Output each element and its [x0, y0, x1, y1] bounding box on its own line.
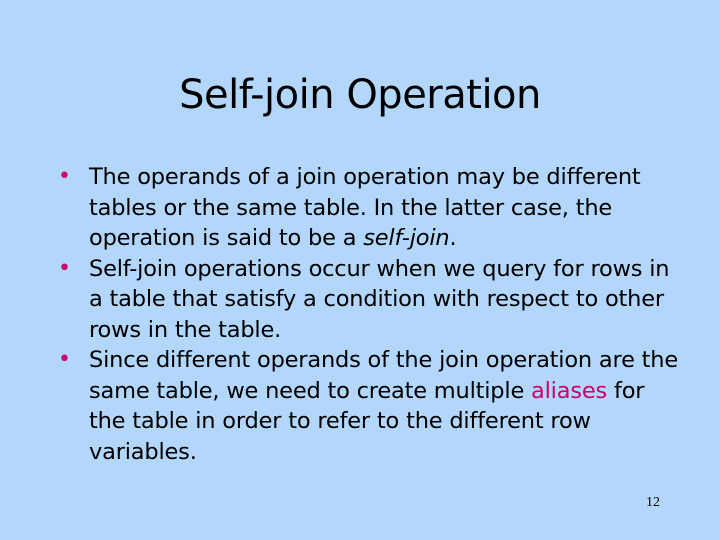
emphasized-term: self-join [363, 225, 450, 251]
bullet-text: Self-join operations occur when we query… [89, 255, 670, 343]
bullet-item: • Since different operands of the join o… [58, 345, 678, 467]
bullet-item: • The operands of a join operation may b… [58, 162, 678, 254]
bullet-text: The operands of a join operation may be … [89, 164, 641, 251]
bullet-dot-icon: • [58, 255, 71, 281]
bullet-list: • The operands of a join operation may b… [58, 162, 678, 467]
bullet-text-end: . [449, 225, 457, 251]
page-number: 12 [646, 495, 660, 510]
bullet-text-end: for the table in order to refer to the d… [89, 377, 645, 465]
bullet-item: • Self-join operations occur when we que… [58, 254, 678, 346]
bullet-text: Since different operands of the join ope… [89, 347, 678, 404]
bullet-dot-icon: • [58, 164, 71, 189]
highlighted-term: aliases [531, 377, 608, 404]
slide-title: Self-join Operation [179, 72, 541, 118]
bullet-dot-icon: • [58, 347, 71, 372]
